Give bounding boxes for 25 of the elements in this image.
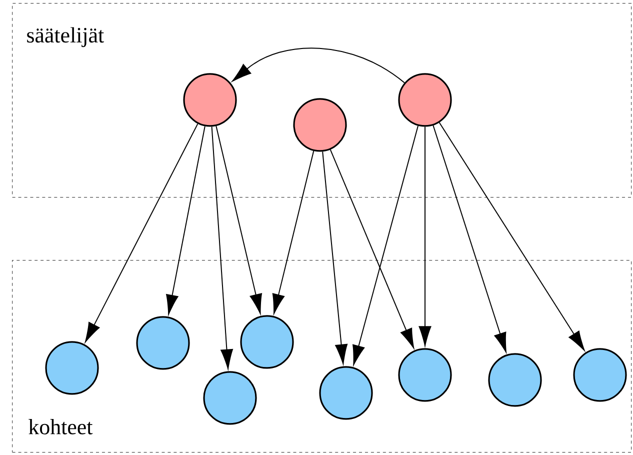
arrow	[232, 48, 405, 84]
arrow	[84, 123, 198, 342]
arrow	[330, 149, 414, 348]
circle-node	[398, 73, 452, 127]
arrow	[352, 125, 419, 366]
arrow	[432, 125, 506, 352]
circle-node	[203, 371, 257, 425]
circle-node	[293, 98, 347, 152]
circle-node	[240, 315, 294, 369]
dashed-band: säätelijät	[12, 3, 632, 198]
arrow	[166, 126, 206, 315]
arrow	[418, 126, 432, 346]
arrow	[272, 150, 314, 314]
arrow	[216, 126, 262, 314]
arrow	[211, 126, 233, 370]
circle-node	[183, 73, 237, 127]
circle-node	[45, 341, 99, 395]
circle-node	[488, 353, 542, 407]
arrow	[438, 122, 585, 351]
circle-node	[398, 348, 452, 402]
dashed-band: kohteet	[12, 260, 632, 453]
circle-node	[136, 316, 190, 370]
circle-node	[573, 348, 627, 402]
circle-node	[319, 366, 373, 420]
arrow	[322, 151, 348, 364]
